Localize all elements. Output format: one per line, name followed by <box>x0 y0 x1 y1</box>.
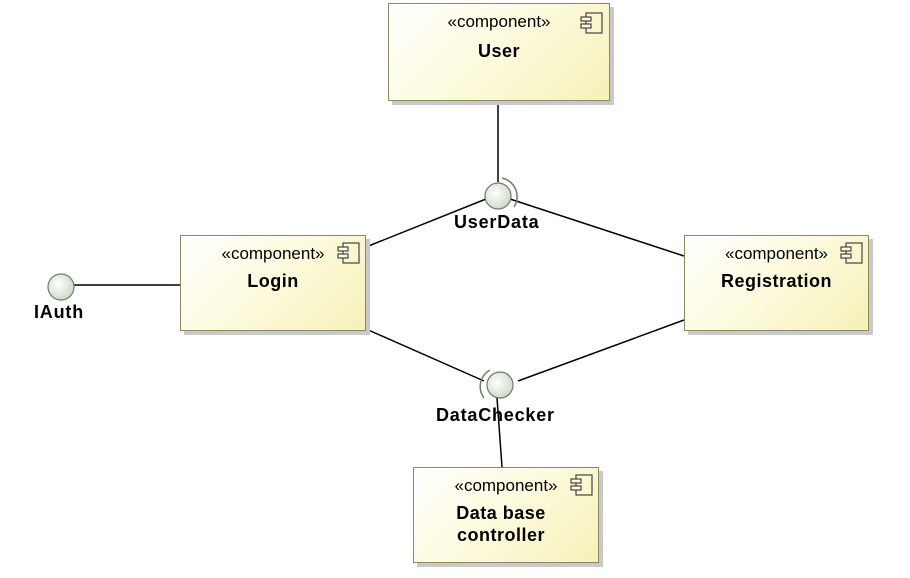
dbcontroller-name-line1: Data base <box>456 503 546 523</box>
datachecker-label: DataChecker <box>436 405 555 425</box>
connector-login-datachecker[interactable] <box>365 328 485 382</box>
component-dbcontroller[interactable]: «component» Data base controller <box>413 467 599 563</box>
registration-name: Registration <box>720 271 832 291</box>
login-name: Login <box>247 271 299 291</box>
connector-login-userdata[interactable] <box>365 198 487 248</box>
component-icon <box>580 12 603 34</box>
connector-registration-datachecker[interactable] <box>517 319 685 382</box>
component-icon <box>337 242 360 264</box>
component-icon <box>840 242 863 264</box>
iauth-label: IAuth <box>34 302 84 322</box>
component-registration[interactable]: «component» Registration <box>684 235 869 331</box>
login-stereotype: «component» <box>221 244 325 263</box>
userdata-label: UserData <box>454 212 540 232</box>
connector-dbcontroller-datachecker[interactable] <box>496 397 503 468</box>
iauth-interface-symbol[interactable] <box>47 273 75 301</box>
user-stereotype: «component» <box>447 12 551 31</box>
userdata-interface-symbol[interactable] <box>484 177 518 210</box>
component-login[interactable]: «component» Login <box>180 235 366 331</box>
dbcontroller-name-line2: controller <box>456 525 545 545</box>
user-name: User <box>477 41 521 61</box>
component-icon <box>570 474 593 496</box>
component-user[interactable]: «component» User <box>388 3 610 101</box>
datachecker-interface-symbol[interactable] <box>479 369 514 399</box>
dbcontroller-stereotype: «component» <box>454 476 558 495</box>
registration-stereotype: «component» <box>724 244 829 263</box>
connector-registration-userdata[interactable] <box>509 198 685 257</box>
